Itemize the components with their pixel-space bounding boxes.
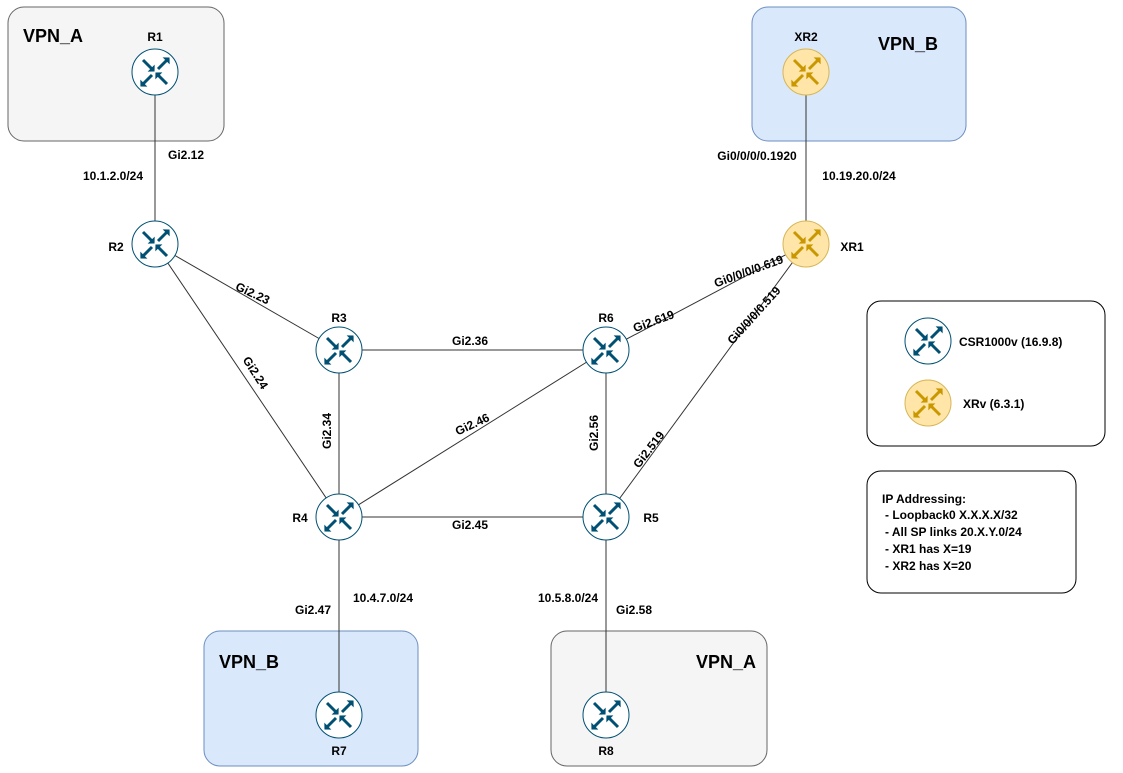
- link-label: Gi2.45: [452, 518, 488, 532]
- router-r6[interactable]: R6: [582, 311, 630, 374]
- xr-router-icon: [782, 48, 830, 96]
- link-label: 10.4.7.0/24: [353, 591, 413, 605]
- link-r2-r4: [154, 243, 340, 518]
- router-r8[interactable]: R8: [582, 691, 630, 758]
- router-label: R1: [147, 30, 163, 44]
- router-label: R3: [331, 311, 347, 325]
- legend-box: [866, 300, 1106, 447]
- vpn-group-label: VPN_B: [219, 652, 279, 672]
- router-label: R7: [331, 744, 347, 758]
- router-r7[interactable]: R7: [315, 691, 363, 758]
- router-icon: [904, 317, 952, 365]
- link-label: Gi2.36: [452, 334, 488, 348]
- link-label: Gi2.56: [587, 415, 601, 451]
- vpn-group-vpn-a-top: [7, 6, 225, 142]
- link-label: Gi0/0/0/0.519: [724, 283, 783, 347]
- router-r2[interactable]: R2: [108, 220, 179, 268]
- link-label: Gi0/0/0/0.619: [712, 252, 785, 290]
- link-r6-xr1: [605, 243, 807, 351]
- vpn-group-label: VPN_A: [23, 26, 83, 46]
- router-xr2[interactable]: XR2: [782, 30, 830, 96]
- router-label: R2: [108, 240, 124, 254]
- router-label: XR1: [840, 240, 864, 254]
- link-label: Gi2.519: [630, 428, 668, 471]
- ip-addressing-line: - All SP links 20.X.Y.0/24: [885, 525, 1022, 539]
- link-label: 10.5.8.0/24: [538, 591, 598, 605]
- ip-addressing-box: [866, 470, 1077, 594]
- router-icon: [131, 48, 179, 96]
- router-label: R6: [598, 311, 614, 325]
- link-label: 10.1.2.0/24: [83, 169, 143, 183]
- router-label: XR2: [794, 30, 818, 44]
- link-label: Gi2.47: [295, 603, 331, 617]
- link-r2-r3: [154, 243, 340, 351]
- ip-addressing-line: - Loopback0 X.X.X.X/32: [885, 508, 1018, 522]
- link-r4-r6: [338, 349, 607, 518]
- router-label: R4: [292, 511, 308, 525]
- vpn-group-vpn-b-bottom: [203, 630, 419, 767]
- router-r5[interactable]: R5: [582, 493, 659, 541]
- link-label: Gi2.12: [168, 148, 204, 162]
- router-icon: [315, 691, 363, 739]
- link-label: Gi2.46: [453, 410, 492, 438]
- legend-item-csr: CSR1000v (16.9.8): [904, 317, 1062, 365]
- xr-router-icon: [782, 220, 830, 268]
- router-xr1[interactable]: XR1: [782, 220, 864, 268]
- router-icon: [315, 493, 363, 541]
- link-label: Gi2.34: [320, 413, 334, 449]
- vpn-group-label: VPN_B: [878, 34, 938, 54]
- vpn-group-label: VPN_A: [696, 652, 756, 672]
- router-icon: [582, 326, 630, 374]
- link-r5-xr1: [605, 243, 807, 518]
- link-label: Gi2.58: [616, 603, 652, 617]
- router-r1[interactable]: R1: [131, 30, 179, 96]
- legend-label: CSR1000v (16.9.8): [959, 335, 1062, 349]
- ip-addressing-title: IP Addressing:: [882, 492, 966, 506]
- router-icon: [315, 326, 363, 374]
- legend-label: XRv (6.3.1): [963, 397, 1024, 411]
- link-label: Gi2.23: [233, 279, 272, 307]
- router-icon: [131, 220, 179, 268]
- router-icon: [582, 493, 630, 541]
- router-icon: [582, 691, 630, 739]
- router-label: R8: [598, 744, 614, 758]
- link-label: Gi2.619: [631, 307, 676, 335]
- router-r4[interactable]: R4: [292, 493, 363, 541]
- link-label: 10.19.20.0/24: [822, 169, 896, 183]
- router-r3[interactable]: R3: [315, 311, 363, 374]
- link-label: Gi0/0/0/0.1920: [717, 149, 797, 163]
- ip-addressing-line: - XR2 has X=20: [885, 559, 972, 573]
- xr-router-icon: [904, 379, 952, 427]
- link-label: Gi2.24: [240, 354, 272, 392]
- legend-item-xrv: XRv (6.3.1): [904, 379, 1024, 427]
- ip-addressing-line: - XR1 has X=19: [885, 542, 972, 556]
- router-label: R5: [643, 511, 659, 525]
